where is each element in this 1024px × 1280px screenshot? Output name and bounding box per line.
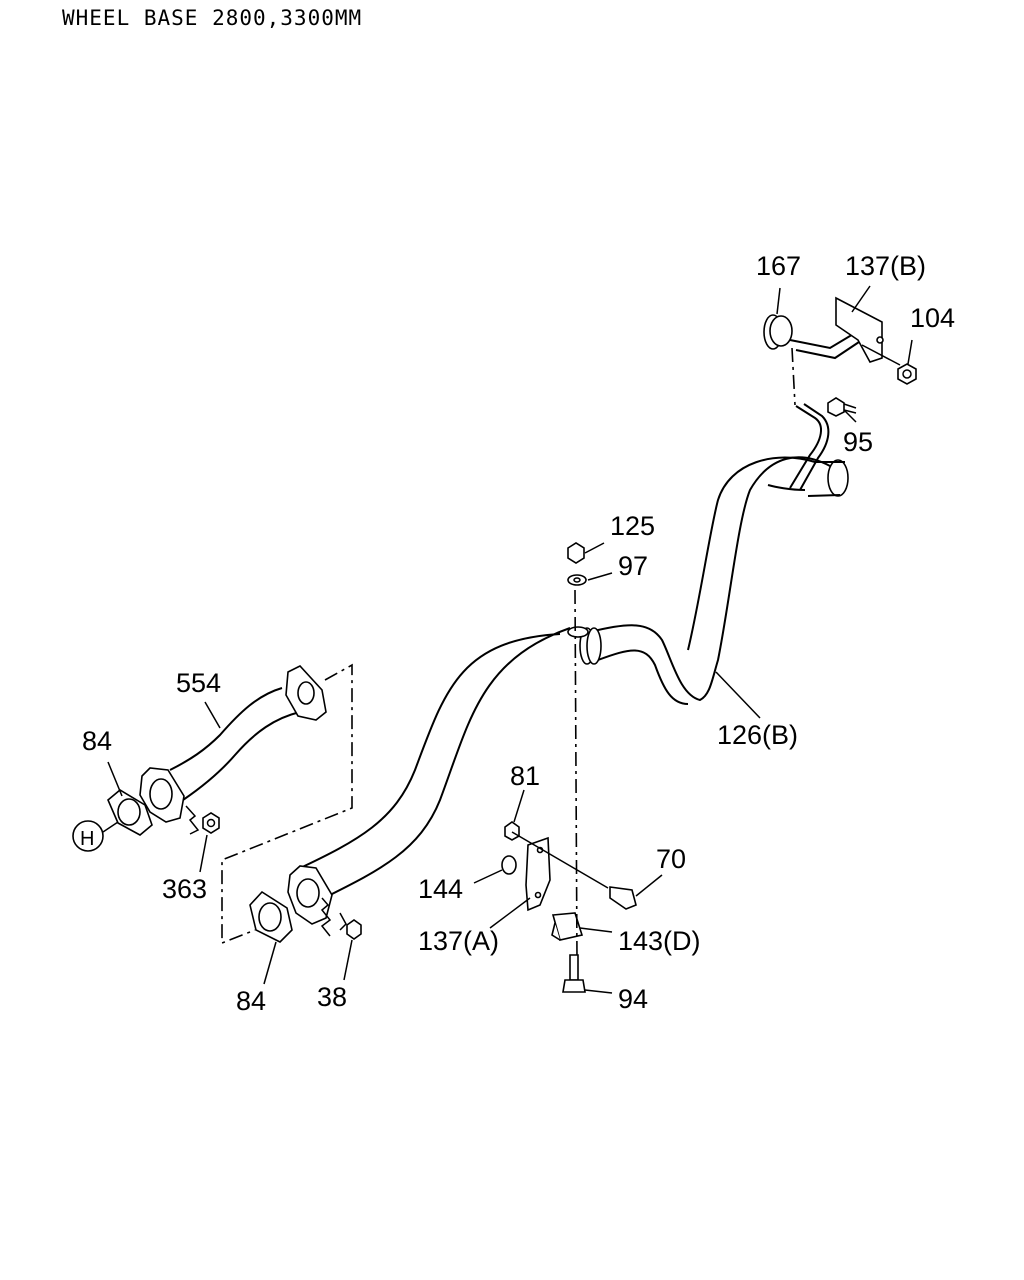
rear-hanger-assembly [763,296,901,491]
callout-167: 167 [756,251,801,281]
callout-38: 38 [317,982,347,1012]
callout-h: H [80,828,94,850]
callout-94: 94 [618,984,648,1014]
callout-104: 104 [910,303,955,333]
callout-137b: 137(B) [845,251,926,281]
callout-143d: 143(D) [618,926,701,956]
diagram-title: WHEEL BASE 2800,3300MM [62,6,362,30]
callout-144: 144 [418,874,463,904]
callout-126b: 126(B) [717,720,798,750]
callout-95: 95 [843,427,873,457]
callout-84-right: 84 [236,986,266,1016]
callout-137a: 137(A) [418,926,499,956]
reference-circle-icon [72,820,104,852]
callout-363: 363 [162,874,207,904]
callout-84-left: 84 [82,726,112,756]
callout-125: 125 [610,511,655,541]
lower-bracket-assembly [525,589,584,961]
assembly-guide-lines [185,663,353,945]
callout-554: 554 [176,668,221,698]
front-pipe [287,456,849,925]
callout-70: 70 [656,844,686,874]
callout-97: 97 [618,551,648,581]
leader-lines [107,285,913,994]
callout-81: 81 [510,761,540,791]
callout-labels: 167 137(B) 104 95 125 97 554 126(B) 84 H… [80,251,955,1016]
intermediate-pipe [139,665,327,823]
